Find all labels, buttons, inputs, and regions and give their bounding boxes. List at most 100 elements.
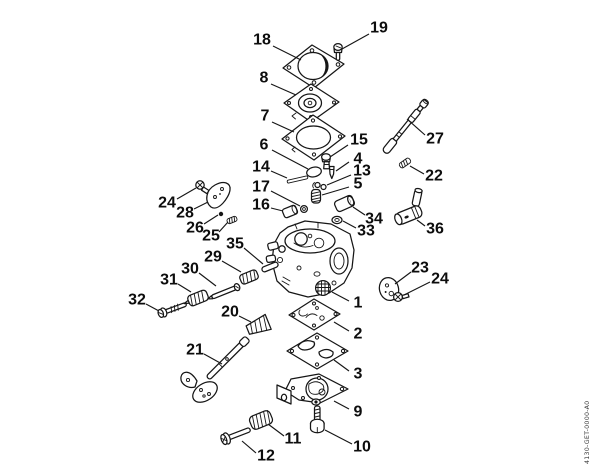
leader-line-31 xyxy=(177,283,192,293)
leader-line-2 xyxy=(333,321,350,332)
leader-line-19 xyxy=(341,33,370,50)
part-9-pump-housing xyxy=(276,373,349,406)
leader-line-30 xyxy=(198,272,217,287)
part-number-17: 17 xyxy=(252,179,270,196)
part-5-spring xyxy=(310,188,322,204)
part-number-10: 10 xyxy=(353,439,371,456)
part-carburetor-body xyxy=(265,220,355,298)
part-number-9: 9 xyxy=(354,404,363,421)
part-31-spring-screw xyxy=(183,289,209,307)
part-number-28: 28 xyxy=(176,205,194,222)
part-22-spring xyxy=(398,157,412,169)
part-number-12: 12 xyxy=(257,448,275,465)
leader-line-24 xyxy=(176,187,197,200)
part-number-36: 36 xyxy=(426,221,444,238)
part-number-27: 27 xyxy=(426,131,444,148)
leader-line-11 xyxy=(267,423,285,437)
leader-line-20 xyxy=(238,315,252,323)
part-number-25: 25 xyxy=(202,228,220,245)
part-number-24: 24 xyxy=(158,195,176,212)
leader-line-24 xyxy=(403,281,431,296)
part-number-20: 20 xyxy=(221,304,239,321)
leader-line-6 xyxy=(271,149,309,170)
part-number-16: 16 xyxy=(252,197,270,214)
part-number-8: 8 xyxy=(260,70,269,87)
part-number-33: 33 xyxy=(357,223,375,240)
leader-line-18 xyxy=(272,45,302,61)
leader-line-26 xyxy=(203,214,219,225)
leader-line-34 xyxy=(352,206,366,216)
leader-line-16 xyxy=(270,207,284,212)
leader-line-23 xyxy=(394,271,412,285)
part-number-24: 24 xyxy=(431,271,449,288)
part-number-18: 18 xyxy=(253,32,271,49)
leader-line-17 xyxy=(270,190,301,207)
leader-line-28 xyxy=(193,201,209,210)
leader-line-27 xyxy=(406,118,426,136)
leader-line-29 xyxy=(221,260,242,273)
part-number-30: 30 xyxy=(181,261,199,278)
leader-line-33 xyxy=(342,220,357,229)
part-12-screw xyxy=(220,427,251,446)
part-19-screw xyxy=(333,42,343,61)
leader-line-12 xyxy=(241,440,257,454)
leader-line-8 xyxy=(270,83,297,96)
leader-line-9 xyxy=(333,400,350,410)
leader-line-21 xyxy=(203,353,223,365)
leader-line-4 xyxy=(335,161,350,172)
part-26-ball xyxy=(218,211,224,217)
part-number-32: 32 xyxy=(128,292,146,309)
leader-line-36 xyxy=(416,219,426,227)
part-30-screw xyxy=(207,283,241,300)
leader-line-7 xyxy=(271,121,295,133)
part-25-spring xyxy=(226,215,238,225)
part-17-retainer xyxy=(299,204,309,214)
part-number-31: 31 xyxy=(160,272,178,289)
part-number-2: 2 xyxy=(354,326,363,343)
part-35-pin xyxy=(261,261,279,273)
part-number-4: 4 xyxy=(354,151,363,168)
part-number-19: 19 xyxy=(370,20,388,37)
part-16-plug xyxy=(281,204,299,219)
part-number-35: 35 xyxy=(226,236,244,253)
leader-line-10 xyxy=(324,429,353,445)
part-number-14: 14 xyxy=(252,159,270,176)
part-number-1: 1 xyxy=(354,295,363,312)
leader-line-22 xyxy=(409,165,425,175)
leader-line-25 xyxy=(218,221,229,233)
leader-line-3 xyxy=(333,359,350,372)
part-27-choke-shaft xyxy=(382,98,429,154)
part-number-34: 34 xyxy=(365,211,383,228)
part-24-screw-left xyxy=(195,180,210,195)
part-number-22: 22 xyxy=(425,168,443,185)
part-number-21: 21 xyxy=(186,342,204,359)
drawing-number: 4130-GET-0000-A0 xyxy=(584,401,591,464)
part-28-cover-plate xyxy=(206,181,231,209)
part-2-metering-diaphragm xyxy=(288,298,341,331)
part-number-23: 23 xyxy=(411,260,429,277)
part-14-lever-pin xyxy=(286,175,309,184)
part-11-spring xyxy=(248,409,274,430)
leader-line-13 xyxy=(326,174,352,186)
part-4-inlet-needle xyxy=(328,165,335,180)
part-number-29: 29 xyxy=(204,249,222,266)
part-number-6: 6 xyxy=(260,137,269,154)
part-number-15: 15 xyxy=(350,132,368,149)
part-number-13: 13 xyxy=(353,163,371,180)
leader-line-15 xyxy=(329,144,349,158)
part-29-spring xyxy=(239,269,259,285)
part-36-elbow-valve xyxy=(394,187,423,226)
part-3-gasket xyxy=(286,332,349,370)
leader-line-5 xyxy=(321,186,350,196)
part-21-throttle-shaft xyxy=(180,336,250,403)
part-10-screw xyxy=(309,405,325,434)
leader-line-35 xyxy=(243,247,264,265)
part-18-pump-cover xyxy=(282,44,345,89)
part-1-strainer xyxy=(314,279,332,297)
part-number-3: 3 xyxy=(354,366,363,383)
part-number-5: 5 xyxy=(354,176,363,193)
part-number-11: 11 xyxy=(285,431,302,448)
part-8-diaphragm-plate xyxy=(283,83,340,123)
